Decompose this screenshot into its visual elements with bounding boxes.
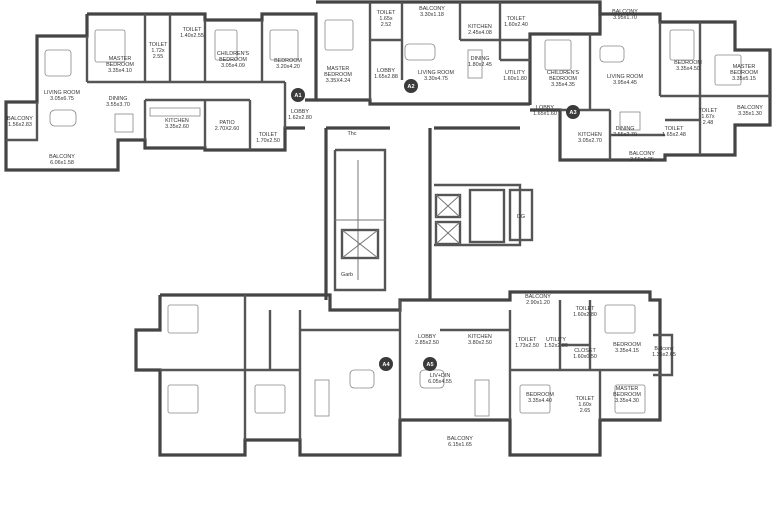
unit-badge-a5: A5	[423, 357, 437, 371]
interior-walls	[85, 2, 770, 440]
unit-badge-a2: A2	[404, 79, 418, 93]
room-label: DG	[517, 214, 525, 220]
unit-badge-label: A2	[407, 84, 414, 90]
furniture	[44, 19, 742, 417]
unit-badge-label: A1	[294, 93, 301, 99]
unit-badge-a3: A3	[566, 105, 580, 119]
room-label: Garb	[341, 272, 353, 278]
unit-badge-label: A3	[569, 110, 576, 116]
unit-badge-a1: A1	[291, 88, 305, 102]
unit-badge-label: A4	[382, 362, 390, 368]
unit-badge-a4: A4	[379, 357, 393, 371]
unit-badge-label: A5	[426, 362, 433, 368]
outer-walls	[4, 0, 772, 457]
room-label: Thc	[348, 131, 357, 137]
